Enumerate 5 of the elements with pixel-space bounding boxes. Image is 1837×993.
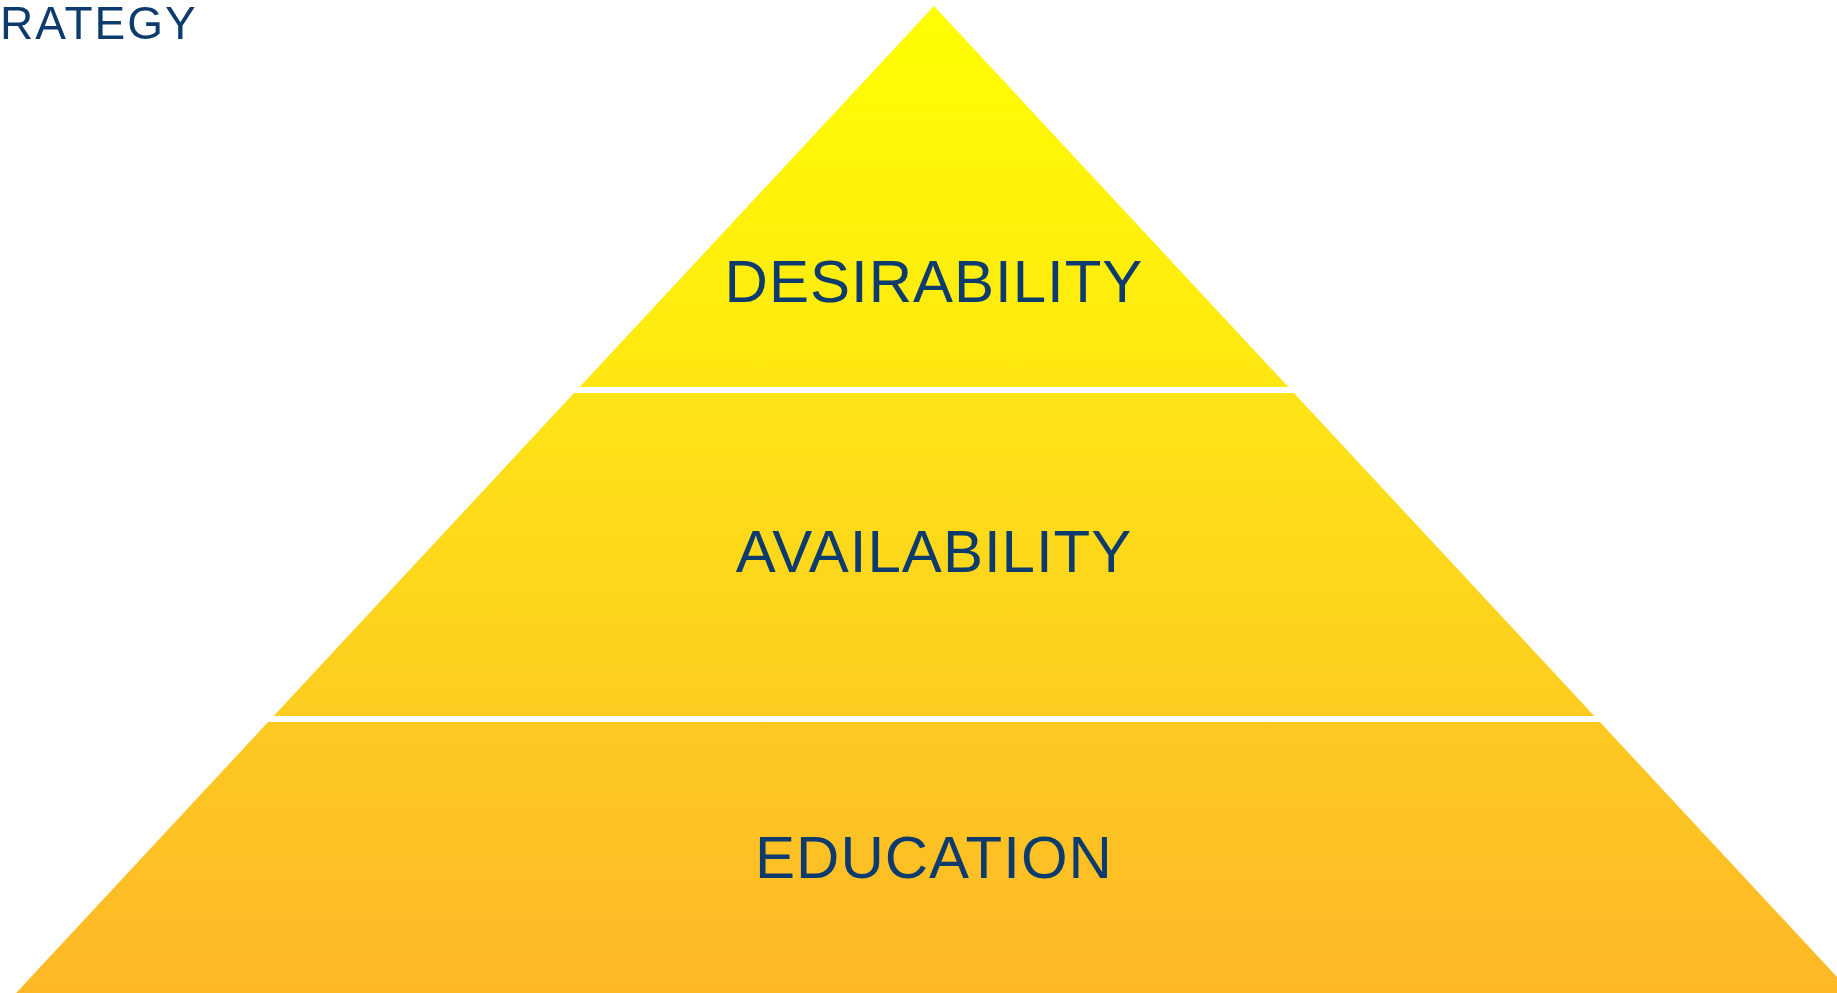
page-title: RATEGY [0,0,198,46]
tier-label: EDUCATION [755,822,1113,892]
tier-label: DESIRABILITY [724,246,1144,316]
pyramid-tier [16,722,1837,993]
tier-label: AVAILABILITY [735,516,1133,586]
